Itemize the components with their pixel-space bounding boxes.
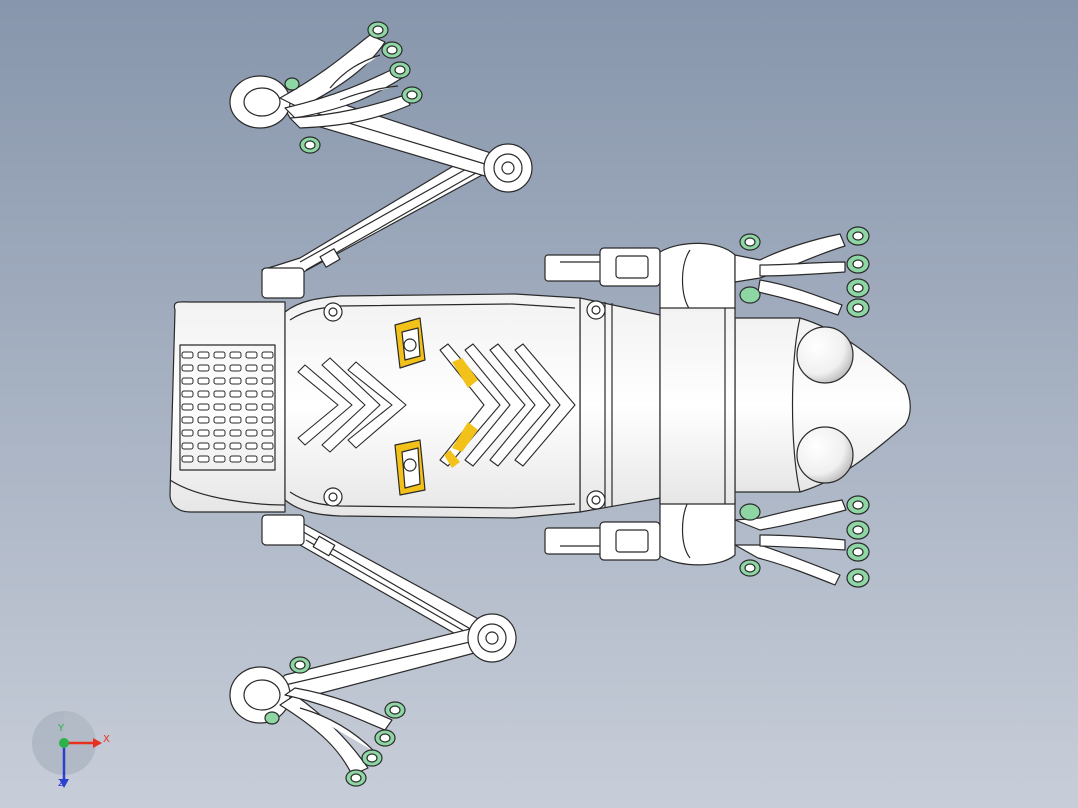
toe-wheel xyxy=(846,278,870,298)
upper-left-leg[interactable] xyxy=(229,21,533,299)
toe-wheel xyxy=(289,656,311,674)
right-eye-sphere xyxy=(796,426,854,484)
toe-wheel xyxy=(401,86,423,104)
robot-head[interactable] xyxy=(734,317,911,493)
toe-wheel xyxy=(384,701,406,719)
toe-wheel xyxy=(345,769,367,787)
toe-wheel xyxy=(846,226,870,246)
lower-right-arm[interactable] xyxy=(544,495,870,588)
lower-left-leg[interactable] xyxy=(229,514,517,787)
chevron-vents xyxy=(297,343,576,467)
toe-wheel xyxy=(284,77,300,91)
upper-right-arm[interactable] xyxy=(544,226,870,318)
toe-wheel xyxy=(739,503,761,521)
chevron-accent xyxy=(444,358,478,468)
triad-y-label: Y xyxy=(58,723,65,734)
sensor-lens-upper xyxy=(394,317,426,369)
toe-wheel xyxy=(381,41,403,59)
screw xyxy=(586,490,606,510)
toe-wheel xyxy=(361,749,383,767)
screw xyxy=(323,302,343,322)
toe-wheel xyxy=(367,21,389,39)
screw xyxy=(323,487,343,507)
neck-module[interactable] xyxy=(579,297,736,513)
toe-wheel xyxy=(739,233,761,251)
triad-x-label: X xyxy=(103,734,110,745)
toe-wheel xyxy=(846,520,870,540)
left-eye-sphere xyxy=(796,326,854,384)
view-orientation-triad xyxy=(32,711,102,788)
main-body[interactable] xyxy=(169,293,606,519)
toe-wheel xyxy=(739,559,761,577)
triad-z-label: Z xyxy=(58,778,65,789)
toe-wheel xyxy=(739,286,761,304)
triad-y-axis xyxy=(59,738,69,748)
toe-wheel xyxy=(264,711,280,725)
toe-wheel xyxy=(846,298,870,318)
sensor-lens-lower xyxy=(394,439,426,496)
toe-wheel xyxy=(299,136,321,154)
toe-wheel xyxy=(389,61,411,79)
toe-wheel xyxy=(846,254,870,274)
toe-wheel xyxy=(846,495,870,515)
toe-wheel xyxy=(846,568,870,588)
screw xyxy=(586,300,606,320)
vent-grille xyxy=(181,351,274,463)
toe-wheel xyxy=(374,729,396,747)
toe-wheel xyxy=(846,542,870,562)
